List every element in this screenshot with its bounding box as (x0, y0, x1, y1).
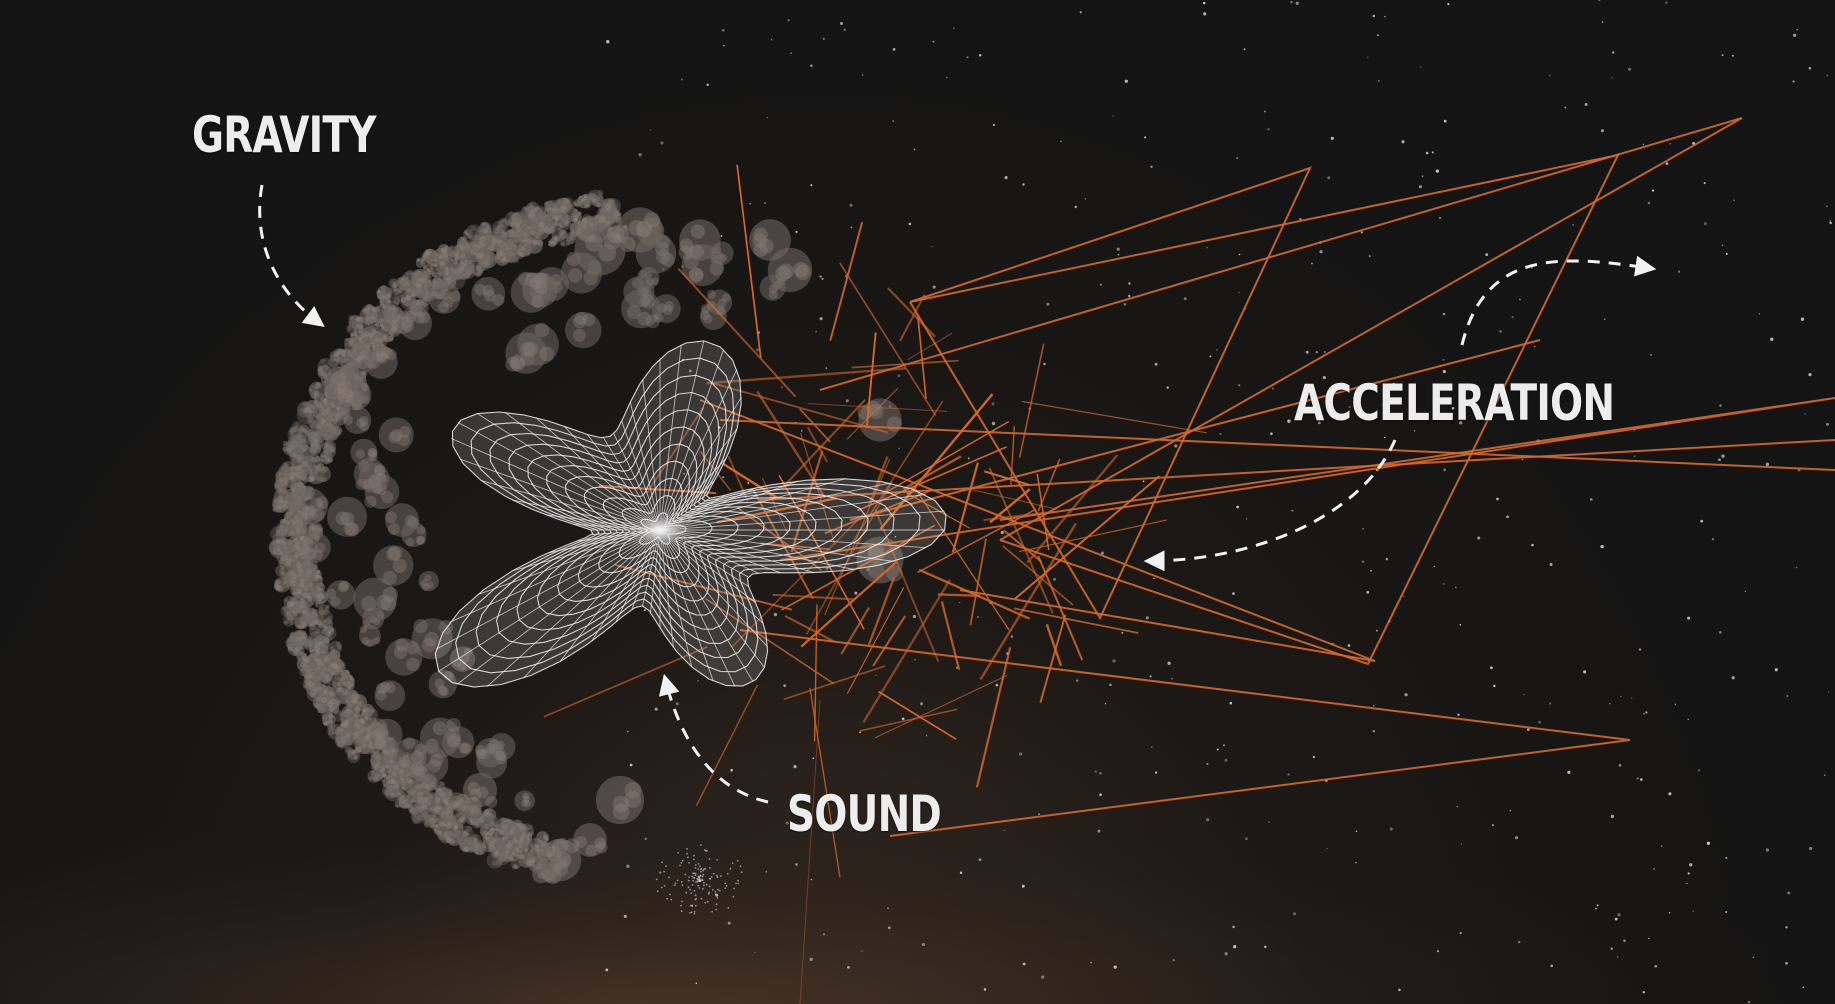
sound-wireframe-mesh (434, 340, 947, 688)
acceleration-arrow-out-icon (1460, 255, 1657, 346)
acceleration-label: ACCELERATION (1294, 374, 1615, 432)
sound-label: SOUND (787, 785, 942, 843)
gravity-arrow-icon (258, 184, 325, 328)
gravity-label: GRAVITY (192, 106, 376, 164)
star-field (601, 0, 1832, 1004)
acceleration-arrow-in-icon (1143, 439, 1397, 572)
ground-glow (0, 700, 1835, 1004)
